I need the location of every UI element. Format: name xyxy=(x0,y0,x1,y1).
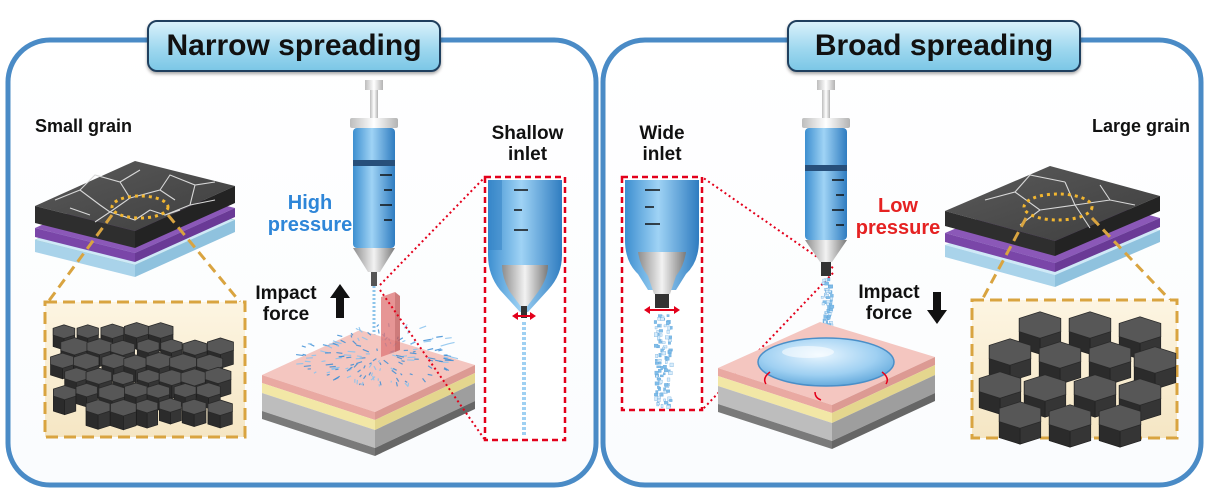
substrate-broad xyxy=(718,322,935,449)
high-pressure-label-line1: High xyxy=(287,192,333,214)
small-grain-label: Small grain xyxy=(35,116,133,136)
narrow-spreading-title: Narrow spreading xyxy=(147,20,441,72)
substrate-narrow xyxy=(262,292,475,456)
low-pressure-label-line1: Low xyxy=(878,195,918,217)
large-grain-zoom-box xyxy=(970,298,1179,448)
narrow-spreading-panel xyxy=(5,37,599,488)
impact-label-line2: force xyxy=(262,304,310,326)
impact-force-up-arrow-icon xyxy=(330,284,350,318)
shallow-inlet-line2: inlet xyxy=(507,144,548,166)
low-pressure-label: Low pressure xyxy=(848,195,948,240)
impact-force-label-right: Impact force xyxy=(848,282,930,325)
impact-label-line2: force xyxy=(865,303,913,325)
wide-inlet-zoom xyxy=(620,175,834,412)
high-pressure-label-line2: pressure xyxy=(267,214,353,237)
small-grain-zoom-box xyxy=(43,300,247,439)
broad-spreading-panel xyxy=(600,37,1204,488)
broad-spreading-title: Broad spreading xyxy=(787,20,1081,72)
small-grain-film xyxy=(34,161,242,303)
high-pressure-label: High pressure xyxy=(262,192,358,237)
wide-inlet-label: Wide inlet xyxy=(622,123,702,166)
low-pressure-label-line2: pressure xyxy=(855,217,941,240)
shallow-inlet-zoom xyxy=(379,175,567,442)
small-grain-crystals xyxy=(50,322,234,431)
shallow-inlet-label: Shallow inlet xyxy=(480,123,575,166)
wide-inlet-stream xyxy=(653,314,674,410)
impact-label-line1: Impact xyxy=(255,283,317,304)
shallow-inlet-line1: Shallow xyxy=(491,123,564,144)
large-grain-label: Large grain xyxy=(1091,116,1190,136)
impact-force-down-arrow-icon xyxy=(927,292,947,324)
spread-droplet xyxy=(757,337,895,387)
wide-inlet-line1: Wide xyxy=(639,123,685,144)
impact-force-label-left: Impact force xyxy=(246,283,326,326)
large-grain-crystals xyxy=(978,311,1177,448)
wide-inlet-line2: inlet xyxy=(642,144,682,166)
large-grain-film xyxy=(945,166,1172,302)
impact-label-line1: Impact xyxy=(858,282,920,303)
